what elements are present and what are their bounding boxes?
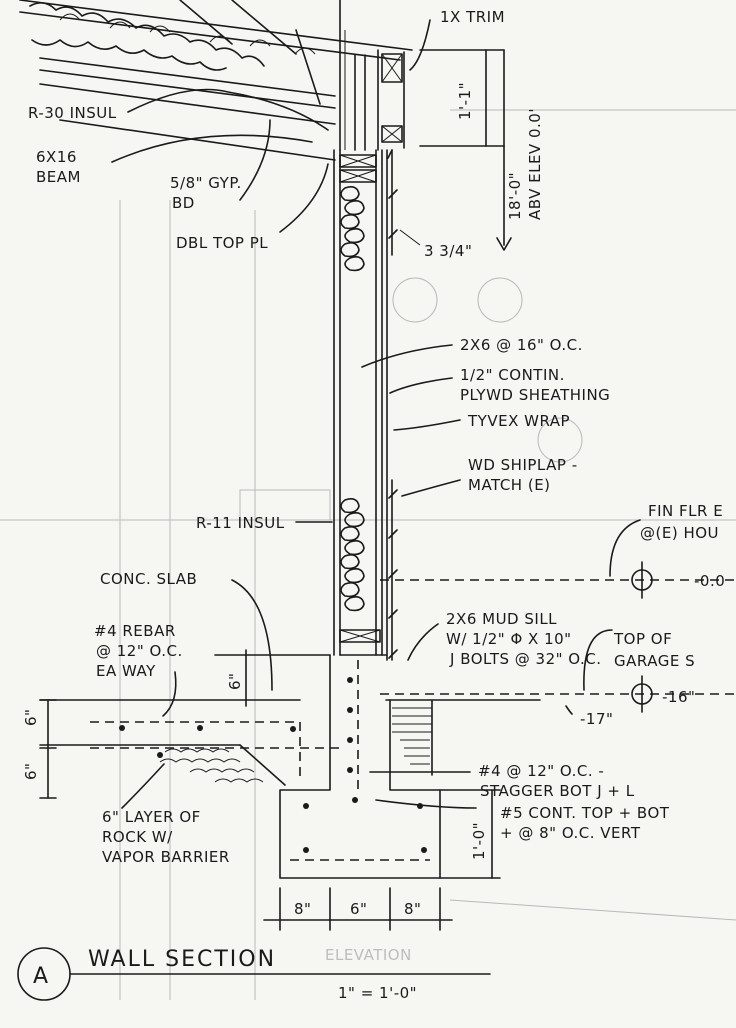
label-fin-flr-1: FIN FLR E [648,502,723,520]
label-overhang: 3 3/4" [424,242,472,260]
label-minus16: -16" [662,688,695,706]
label-gyp: 5/8" GYP. [170,174,242,192]
label-top-garage-2: GARAGE S [614,652,695,670]
label-cont-2: + @ 8" O.C. VERT [500,824,641,842]
label-zero: -0.0 [694,572,725,590]
label-bot-dim-2: 6" [350,900,367,918]
leader-lines [111,19,641,809]
label-footing-dim: 1'-0" [470,822,488,860]
title-block: A WALL SECTION 1" = 1'-0" [17,947,491,1002]
label-elev-height: 18'-0" [506,172,524,220]
label-tyvek: TYVEX WRAP [467,412,570,430]
wall-assembly [333,149,398,661]
label-shiplap-1: WD SHIPLAP - [468,456,578,474]
label-rock-3: VAPOR BARRIER [102,848,230,866]
label-stagger-1: #4 @ 12" O.C. - [478,762,604,780]
foundation [39,654,541,879]
label-mud-sill-2: W/ 1/2" Φ X 10" [446,630,572,648]
label-top-garage-1: TOP OF [613,630,672,648]
label-fin-flr-2: @(E) HOU [640,524,719,542]
label-rock-2: ROCK W/ [102,828,173,846]
drawing-scale: 1" = 1'-0" [338,984,417,1002]
label-elev-abv: ABV ELEV 0.0' [526,108,544,220]
label-gyp-bd: BD [172,194,195,212]
ghost-elevation-label: ELEVATION [325,946,412,964]
label-dbl-top: DBL TOP PL [176,234,268,252]
label-studs: 2X6 @ 16" O.C. [460,336,583,354]
label-mud-sill-3: J BOLTS @ 32" O.C. [449,650,602,668]
drawing-title: WALL SECTION [88,947,276,972]
section-letter: A [33,964,50,989]
label-r30: R-30 INSUL [28,104,117,122]
roof-assembly [19,0,413,161]
label-left-dim-1: 6" [22,709,40,726]
label-sheathing-1: 1/2" CONTIN. [460,366,565,384]
label-r11: R-11 INSUL [196,514,285,532]
label-elev-top: 1'-1" [456,82,474,120]
label-trim: 1X TRIM [440,8,505,26]
label-rebar-1: #4 REBAR [94,622,176,640]
label-bot-dim-1: 8" [294,900,311,918]
label-left-dim-2: 6" [22,763,40,780]
label-rebar-2: @ 12" O.C. [96,642,183,660]
label-stagger-2: STAGGER BOT J + L [480,782,635,800]
label-rebar-3: EA WAY [96,662,156,680]
label-slab-dim: 6" [226,673,244,690]
dimensions [39,49,736,931]
label-bot-dim-3: 8" [404,900,421,918]
label-sheathing-2: PLYWD SHEATHING [460,386,610,404]
label-shiplap-2: MATCH (E) [468,476,551,494]
label-conc-slab: CONC. SLAB [100,570,197,588]
label-mud-sill-1: 2X6 MUD SILL [446,610,557,628]
label-beam: BEAM [36,168,81,186]
label-beam-size: 6X16 [36,148,77,166]
background-grid: ELEVATION [0,109,736,1000]
annotations: 1X TRIM 1'-1" ABV ELEV 0.0' 18'-0" R-30 … [22,8,725,918]
label-cont-1: #5 CONT. TOP + BOT [500,804,670,822]
label-rock-1: 6" LAYER OF [102,808,201,826]
label-minus17: -17" [580,710,613,728]
